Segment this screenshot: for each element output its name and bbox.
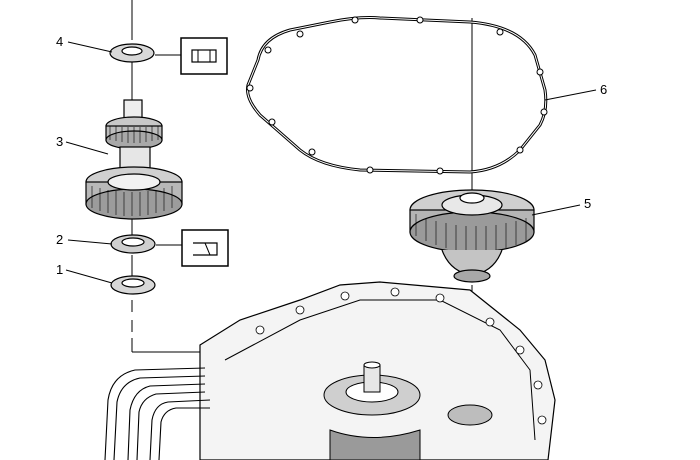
cooler-lines (104, 367, 211, 460)
callout-4: 4 (56, 34, 63, 49)
callout-6: 6 (600, 82, 607, 97)
washer-detail-box-bottom (156, 229, 229, 267)
differential-assembly (409, 189, 535, 283)
callout-labels: 4 3 2 1 5 6 (56, 34, 607, 277)
thrust-washer (110, 275, 156, 295)
thrust-bearing (110, 234, 156, 254)
callout-1: 1 (56, 262, 63, 277)
callout-5: 5 (584, 196, 591, 211)
case-gasket (246, 16, 548, 175)
thrust-washer-top (109, 43, 155, 63)
transmission-case (199, 281, 556, 460)
callout-3: 3 (56, 134, 63, 149)
washer-detail-box-top (155, 37, 228, 75)
leader-lines (65, 41, 597, 284)
callout-2: 2 (56, 232, 63, 247)
transfer-drive-gear (85, 99, 183, 220)
